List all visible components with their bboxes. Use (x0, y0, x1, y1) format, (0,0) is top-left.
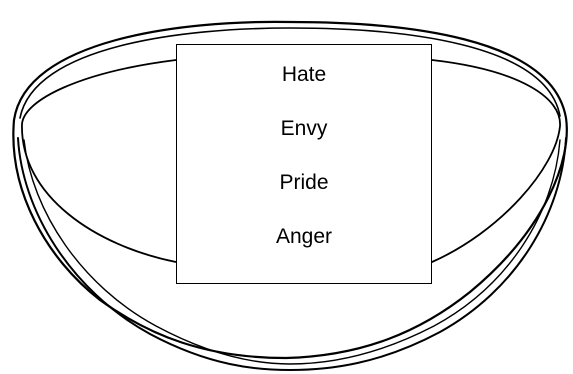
word-anger: Anger (177, 224, 431, 250)
word-hate: Hate (177, 62, 431, 88)
word-envy: Envy (177, 116, 431, 142)
word-pride: Pride (177, 170, 431, 196)
words-card: Hate Envy Pride Anger (176, 44, 432, 284)
